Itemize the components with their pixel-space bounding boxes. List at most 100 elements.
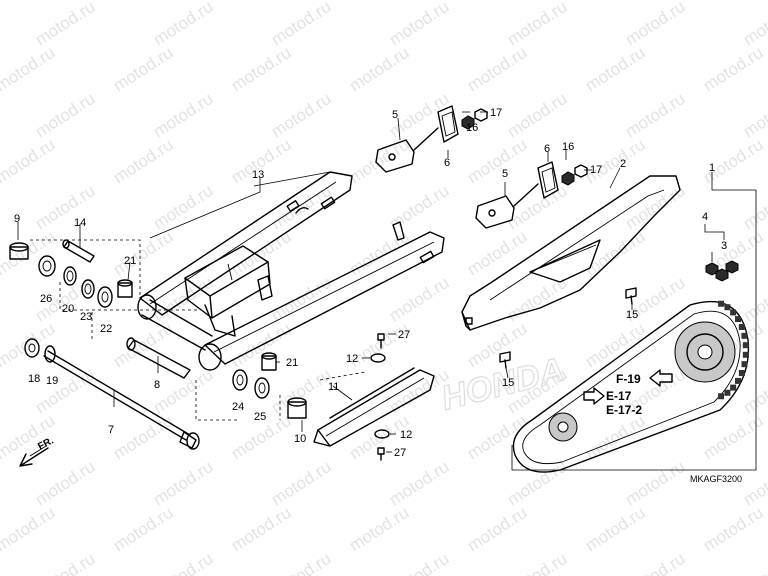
- callout-6b: 6: [544, 143, 550, 155]
- watermark-text: motod.ru: [346, 503, 413, 555]
- pivot-bolt-part: [43, 350, 200, 450]
- watermark-text: motod.ru: [32, 89, 99, 141]
- watermark-text: motod.ru: [622, 457, 689, 509]
- grouping-lines: [30, 239, 366, 421]
- watermark-text: motod.ru: [228, 0, 295, 3]
- watermark-text: motod.ru: [740, 457, 768, 509]
- watermark-text: motod.ru: [346, 135, 413, 187]
- callout-12a: 12: [346, 353, 358, 365]
- chain-link: [724, 304, 731, 311]
- watermark-text: motod.ru: [582, 319, 649, 371]
- watermark-text: motod.ru: [110, 503, 177, 555]
- watermark-text: motod.ru: [386, 273, 453, 325]
- ref-f19: F-19: [616, 372, 641, 386]
- callout-11: 11: [328, 381, 339, 393]
- watermark-text: motod.ru: [228, 227, 295, 279]
- watermark-text: motod.ru: [386, 457, 453, 509]
- watermark-text: motod.ru: [582, 135, 649, 187]
- chain-link: [735, 377, 742, 384]
- needle-bearing-22: [97, 286, 113, 308]
- watermark-text: motod.ru: [464, 43, 531, 95]
- watermark-text: motod.ru: [700, 43, 767, 95]
- chain-adjuster-left: [375, 105, 488, 173]
- callout-25: 25: [254, 411, 266, 423]
- watermark-text: motod.ru: [700, 411, 767, 463]
- watermark-text: motod.ru: [582, 503, 649, 555]
- callout-26: 26: [40, 293, 52, 305]
- callout-17b: 17: [590, 164, 602, 176]
- watermark-text: motod.ru: [150, 273, 217, 325]
- callout-9: 9: [14, 213, 20, 225]
- watermark-text: motod.ru: [504, 0, 571, 49]
- chain-link: [742, 351, 749, 358]
- watermark-text: motod.ru: [346, 227, 413, 279]
- watermark-text: motod.ru: [150, 0, 217, 49]
- chain-slider-part: [313, 367, 435, 447]
- callout-5b: 5: [502, 168, 508, 180]
- watermark-text: motod.ru: [110, 411, 177, 463]
- watermark-text: motod.ru: [150, 365, 217, 417]
- watermark-text: motod.ru: [464, 227, 531, 279]
- callout-16b: 16: [562, 141, 574, 153]
- collar-14: [62, 239, 95, 263]
- watermark-text: motod.ru: [582, 227, 649, 279]
- collar-21-lower: [261, 352, 277, 371]
- drive-chain-part: [512, 300, 750, 473]
- watermark-text: motod.ru: [0, 135, 58, 187]
- driven-sprocket-part: [674, 321, 736, 383]
- watermark-text: motod.ru: [268, 457, 335, 509]
- chain-adjuster-right: [475, 161, 588, 229]
- sprocket-hardware-kit: [705, 260, 739, 282]
- callout-20: 20: [62, 303, 74, 315]
- ref-arrow-f19[interactable]: [649, 369, 673, 387]
- chain-link: [741, 332, 748, 339]
- chain-link: [738, 323, 745, 330]
- callout-22: 22: [100, 323, 112, 335]
- watermark-text: motod.ru: [464, 0, 531, 3]
- callout-15b: 15: [502, 377, 514, 389]
- watermark-text: motod.ru: [504, 89, 571, 141]
- ref-arrow-e17[interactable]: [583, 387, 605, 405]
- watermark-text: motod.ru: [504, 457, 571, 509]
- bearing-24: [232, 369, 248, 391]
- callout-27a: 27: [398, 329, 410, 341]
- callout-16a: 16: [466, 122, 478, 134]
- watermark-text: motod.ru: [464, 135, 531, 187]
- watermark-text: motod.ru: [150, 181, 217, 233]
- collar-12-upper: [370, 353, 386, 363]
- watermark-text: motod.ru: [622, 0, 689, 49]
- watermark-text: motod.ru: [740, 273, 768, 325]
- watermark-text: motod.ru: [700, 0, 767, 3]
- callout-19: 19: [46, 375, 58, 387]
- callout-3: 3: [721, 240, 727, 252]
- watermark-text: motod.ru: [0, 503, 58, 555]
- reference-labels: F-19 E-17 E-17-2 MKAGF3200 FR.: [36, 372, 742, 484]
- washer-19: [44, 345, 56, 363]
- callout-21b: 21: [286, 357, 298, 369]
- watermark-text: motod.ru: [386, 0, 453, 49]
- ref-e17: E-17: [606, 389, 632, 403]
- callout-14: 14: [74, 217, 86, 229]
- watermark-text: motod.ru: [268, 273, 335, 325]
- watermark-text: motod.ru: [228, 503, 295, 555]
- collar-9: [9, 242, 29, 260]
- callout-labels: 1 2 3 4 5 5 6 6 7 8 9 10 11 12 12 13 14 …: [14, 107, 727, 459]
- watermark-text: motod.ru: [150, 457, 217, 509]
- watermark-text: motod.ru: [582, 43, 649, 95]
- watermark-text: motod.ru: [32, 0, 99, 49]
- collar-21-upper: [117, 279, 133, 298]
- callout-6a: 6: [444, 157, 450, 169]
- watermark-text: motod.ru: [32, 181, 99, 233]
- pivot-pipe-part: [126, 337, 191, 379]
- callout-5a: 5: [392, 109, 398, 121]
- chain-link: [730, 309, 737, 316]
- collar-10: [287, 397, 307, 419]
- ring-20: [63, 266, 77, 286]
- watermark-text: motod.ru: [110, 43, 177, 95]
- callout-8: 8: [154, 379, 160, 391]
- callout-18: 18: [28, 373, 40, 385]
- callout-13: 13: [252, 169, 264, 181]
- watermark-text: motod.ru: [740, 181, 768, 233]
